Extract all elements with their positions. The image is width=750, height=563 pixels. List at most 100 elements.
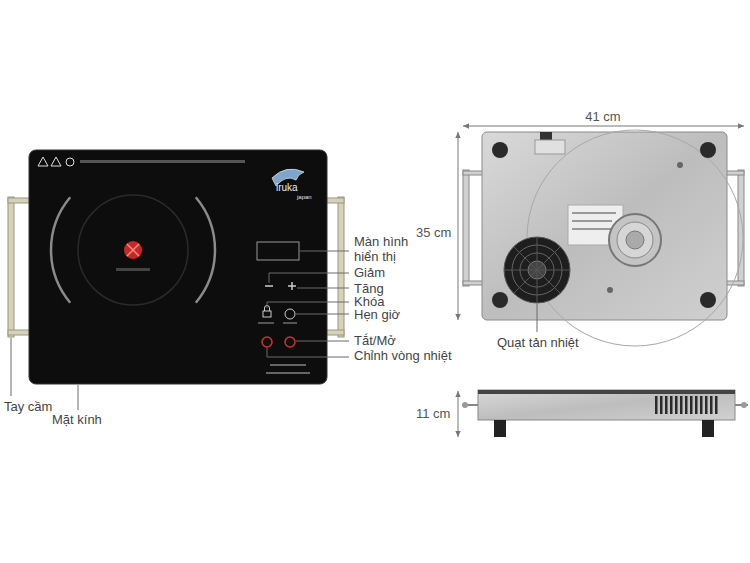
bottom-plate — [609, 214, 661, 266]
handle — [463, 170, 469, 286]
dimension-line — [458, 132, 459, 320]
control-panel — [266, 372, 310, 374]
part-label: Mặt kính — [52, 412, 102, 427]
control-panel — [285, 337, 295, 347]
side-view — [741, 402, 747, 408]
part-label: Hẹn giờ — [354, 308, 400, 321]
control-panel — [288, 282, 296, 290]
side-view — [702, 420, 714, 437]
part-label: Tắt/Mở — [354, 334, 396, 347]
glass-plate — [29, 150, 327, 384]
handle — [463, 171, 483, 175]
leader-line — [297, 288, 349, 289]
foot — [700, 142, 716, 158]
control-panel — [257, 242, 299, 260]
dimension-line — [463, 126, 744, 127]
leader-line — [11, 251, 349, 410]
glass-plate — [66, 158, 74, 166]
brand-logo: iruka — [276, 182, 298, 193]
bottom-plate — [572, 228, 616, 230]
dimension-line — [458, 126, 744, 437]
dimension-label: 11 cm — [416, 406, 450, 421]
handle — [338, 197, 344, 337]
leader-line — [78, 385, 79, 410]
leader-line — [296, 341, 349, 342]
side-view — [685, 396, 688, 414]
bottom-plate — [607, 287, 613, 293]
dimension-line — [458, 391, 459, 437]
control-panel — [263, 311, 271, 317]
side-view — [655, 396, 718, 414]
burner-ring — [196, 197, 215, 302]
leader-line — [11, 338, 12, 396]
side-view — [715, 396, 718, 414]
side-view — [478, 390, 735, 420]
part-label: Khóa — [354, 295, 384, 308]
leader-line — [296, 314, 349, 315]
side-view — [660, 396, 663, 414]
side-view — [700, 396, 703, 414]
cooling-fan — [504, 237, 570, 303]
side-view — [462, 402, 468, 408]
dimension-label: 41 cm — [585, 109, 620, 124]
control-panel — [270, 364, 306, 366]
bottom-plate — [540, 132, 552, 140]
handle — [726, 171, 744, 175]
handle — [8, 198, 32, 203]
bottom-plate — [482, 130, 743, 346]
side-view — [462, 390, 748, 437]
leader-line — [269, 273, 349, 283]
burner-ring — [127, 244, 139, 256]
brand-logo: japan — [297, 194, 312, 201]
side-view — [710, 396, 713, 414]
handle — [8, 330, 32, 335]
bottom-plate — [677, 162, 683, 168]
bottom-plate — [535, 140, 565, 154]
leader-line — [300, 251, 349, 252]
foot — [492, 292, 508, 308]
leader-line — [537, 304, 538, 332]
dimension-label: 35 cm — [416, 225, 451, 240]
control-panel — [262, 337, 272, 347]
glass-plate — [80, 160, 245, 163]
side-view — [665, 396, 668, 414]
handle — [8, 197, 14, 337]
part-label: Giảm — [354, 266, 385, 279]
burner-ring — [78, 195, 188, 305]
side-view — [675, 396, 678, 414]
burner-ring — [51, 195, 215, 305]
side-view — [494, 420, 506, 437]
bottom-plate — [626, 231, 644, 249]
cooling-fan — [504, 237, 570, 303]
side-view — [690, 396, 693, 414]
side-view — [478, 390, 735, 394]
leader-line — [267, 302, 349, 308]
glass-plate — [38, 157, 61, 166]
foot — [700, 292, 716, 308]
control-panel — [257, 242, 310, 374]
control-panel — [265, 285, 273, 287]
side-view — [695, 396, 698, 414]
cooling-fan — [504, 237, 570, 303]
bottom-plate — [572, 220, 612, 222]
side-view — [705, 396, 708, 414]
foot — [492, 142, 716, 308]
part-label: Tăng — [354, 282, 384, 295]
bottom-plate — [617, 222, 653, 258]
bottom-plate — [572, 212, 616, 214]
bottom-plate — [482, 132, 727, 320]
burner-ring — [124, 241, 142, 259]
foot — [492, 142, 508, 158]
control-panel — [283, 322, 297, 324]
side-view — [655, 396, 658, 414]
control-panel — [285, 309, 295, 319]
glass-plate — [29, 150, 327, 384]
side-view — [680, 396, 683, 414]
burner-ring — [51, 197, 70, 302]
burner-ring — [116, 268, 150, 271]
control-panel — [258, 322, 274, 324]
handle — [726, 281, 744, 285]
bottom-plate — [527, 130, 743, 346]
part-label: Chỉnh vòng nhiệt — [354, 349, 452, 363]
